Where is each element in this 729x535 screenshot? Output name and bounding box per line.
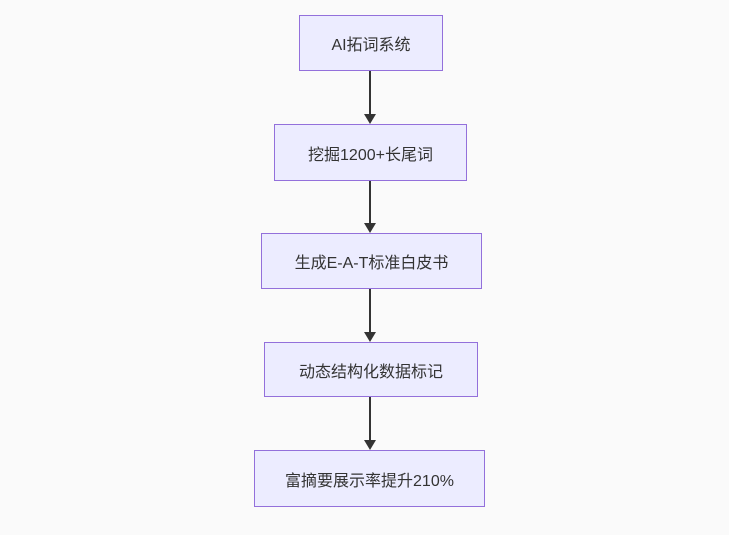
flow-node-eat-whitepaper: 生成E-A-T标准白皮书: [261, 233, 482, 289]
arrow-down-icon: [364, 440, 376, 450]
edge-line-b-c: [369, 181, 371, 224]
flow-node-structured-data-markup: 动态结构化数据标记: [264, 342, 478, 397]
arrow-down-icon: [364, 114, 376, 124]
flow-node-longtail-mining: 挖掘1200+长尾词: [274, 124, 467, 181]
flow-node-ai-expansion-system: AI拓词系统: [299, 15, 443, 71]
edge-line-c-d: [369, 289, 371, 333]
edge-line-d-e: [369, 397, 371, 441]
flow-node-rich-snippet-rate: 富摘要展示率提升210%: [254, 450, 485, 507]
edge-line-a-b: [369, 71, 371, 115]
arrow-down-icon: [364, 223, 376, 233]
arrow-down-icon: [364, 332, 376, 342]
